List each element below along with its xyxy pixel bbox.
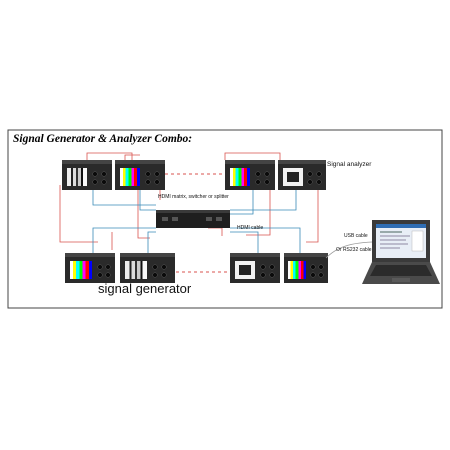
usb-cable-label: USB cable — [344, 233, 368, 239]
analyzer-unit-3 — [225, 160, 275, 190]
generator-unit-4 — [284, 253, 328, 283]
screen-color-bars — [70, 261, 92, 279]
diagram-title: Signal Generator & Analyzer Combo: — [13, 133, 193, 145]
diagram-frame — [7, 129, 443, 309]
usb-cable-line — [325, 241, 373, 259]
screen-grayscale-bars — [125, 261, 147, 279]
generator-unit-2 — [120, 253, 175, 283]
blue-connection-lines — [92, 190, 301, 253]
screen-color-bars — [288, 261, 306, 279]
signal-analyzer-label: Signal analyzer — [327, 161, 372, 168]
screen-grayscale-bars — [67, 168, 87, 186]
hdmi-matrix-switcher — [156, 210, 230, 228]
screen-color-bars — [230, 168, 250, 186]
rs232-cable-label: Or RS232 cable — [336, 247, 372, 253]
analyzer-unit-4 — [278, 160, 326, 190]
analyzer-unit-2 — [115, 160, 165, 190]
hdmi-cable-label: HDMI cable — [237, 225, 264, 231]
hdmi-matrix-label: HDMI matrix, switcher or splitter — [158, 194, 229, 200]
generator-unit-1 — [65, 253, 115, 283]
generator-unit-3 — [230, 253, 280, 283]
signal-generator-label: signal generator — [98, 281, 192, 296]
dashed-lines — [165, 173, 228, 273]
screen-color-bars — [120, 168, 140, 186]
analyzer-unit-1 — [62, 160, 112, 190]
red-connection-lines — [59, 152, 319, 250]
laptop-icon — [362, 220, 440, 284]
